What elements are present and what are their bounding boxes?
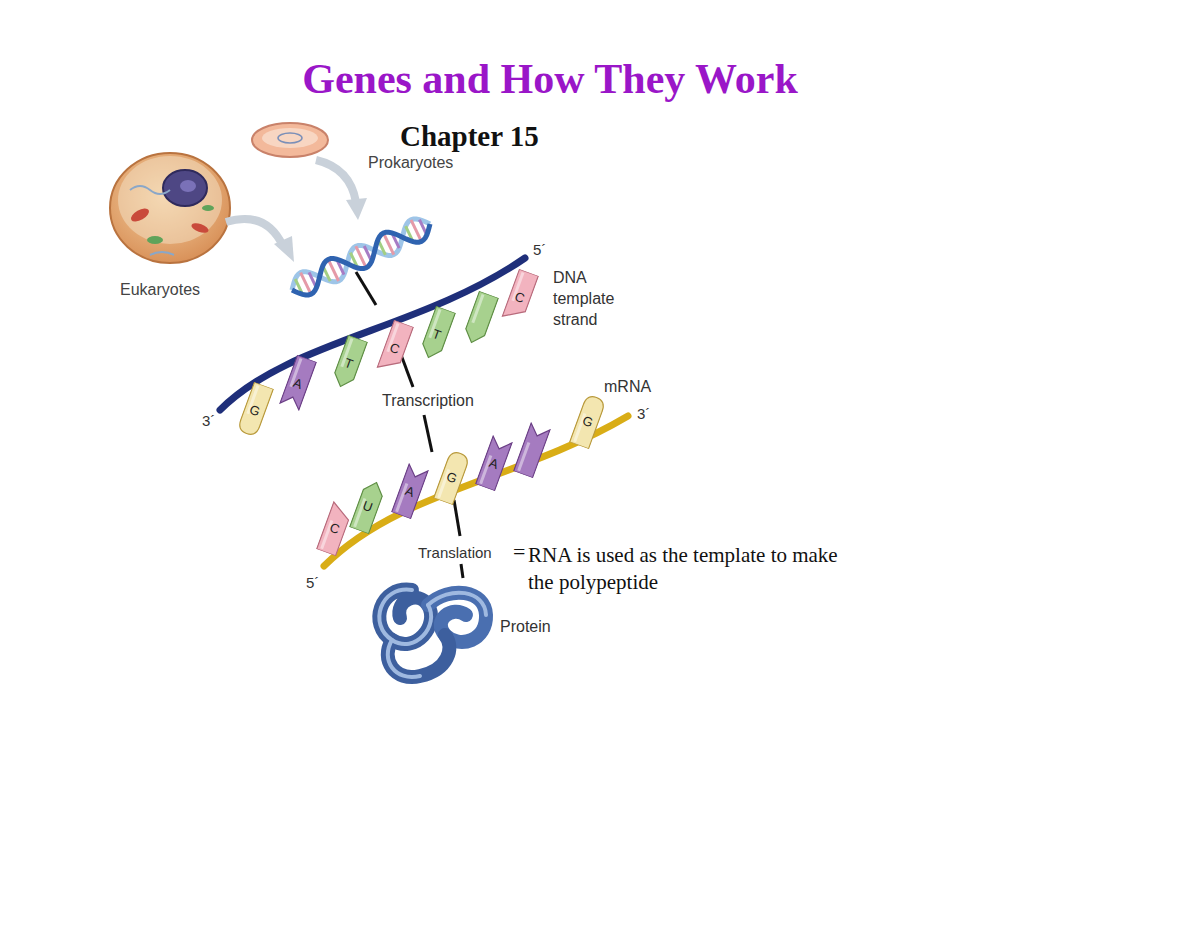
eukaryote-cell (110, 153, 230, 263)
base-shape (461, 291, 499, 347)
end-label: 5´ (306, 573, 319, 593)
base-letter: C (501, 269, 539, 325)
prokaryote-cell (252, 123, 328, 157)
nucleotide-base: G (569, 393, 607, 449)
strand-label: mRNA (604, 377, 651, 398)
product-label: Protein (500, 617, 551, 638)
nucleotide-base: C (501, 269, 539, 325)
nucleotide-base: A (475, 435, 513, 491)
equals-sign: = (513, 538, 525, 567)
protein-figure (379, 590, 486, 677)
process-label: Translation (418, 543, 492, 563)
dna-helix (292, 219, 430, 295)
end-label: 3´ (637, 404, 650, 424)
group-label: Eukaryotes (120, 280, 200, 301)
pointer-arrow (226, 160, 367, 262)
base-highlight (471, 294, 484, 323)
subtitle: Chapter 15 (400, 118, 539, 156)
nucleotide-base: T (418, 306, 456, 362)
strand-label: DNA template strand (553, 268, 633, 330)
base-shape (513, 422, 551, 478)
nucleotide-base (513, 422, 551, 478)
base-letter: G (569, 393, 607, 449)
end-label: 5´ (533, 240, 546, 260)
base-letter: A (391, 463, 429, 519)
definition-note: RNA is used as the template to make the … (528, 542, 858, 597)
nucleotide-base: G (433, 449, 471, 505)
base-outline (514, 423, 550, 478)
base-letter: T (418, 306, 456, 362)
diagram-title: Genes and How They Work (0, 55, 1100, 103)
process-label: Transcription (382, 391, 474, 412)
base-letter: A (475, 435, 513, 491)
helix-strand (292, 224, 430, 295)
group-label: Prokaryotes (368, 153, 453, 174)
base-letter: G (433, 449, 471, 505)
nucleotide-base (461, 291, 499, 347)
end-label: 3´ (202, 411, 215, 431)
flow-line (356, 272, 463, 578)
base-outline (462, 291, 498, 346)
base-highlight (517, 442, 530, 471)
nucleotide-base: A (391, 463, 429, 519)
